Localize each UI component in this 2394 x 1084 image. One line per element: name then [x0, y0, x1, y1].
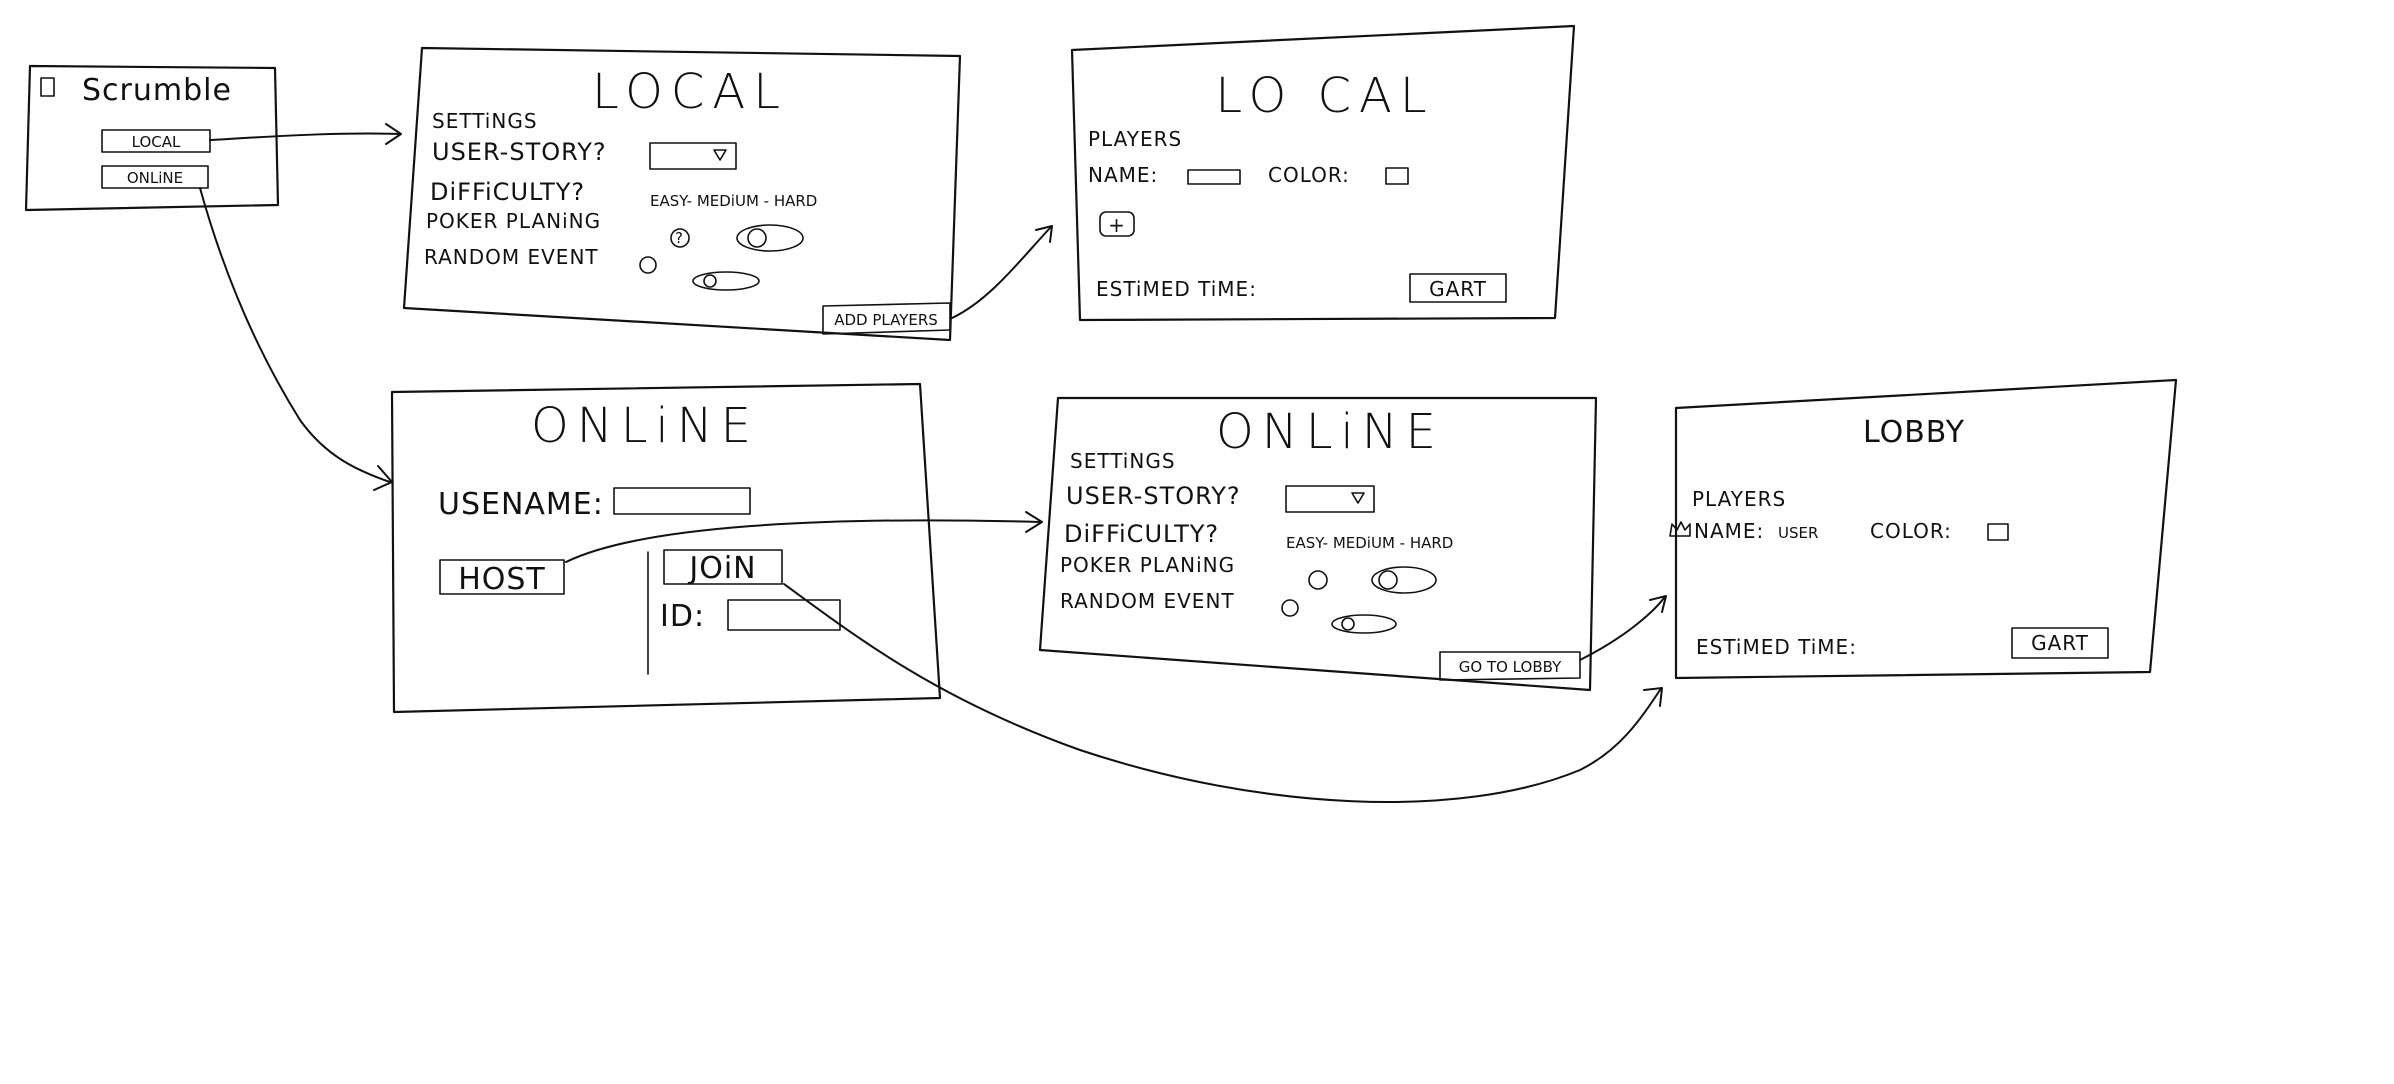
arrow-local-to-settings: [209, 132, 401, 141]
name-label: NAME:: [1694, 519, 1764, 543]
toggle-icon: [1341, 617, 1355, 631]
local-button-label: LOCAL: [132, 133, 181, 151]
local-players-title: LO CAL: [1215, 68, 1434, 124]
difficulty-options[interactable]: EASY- MEDiUM - HARD: [1286, 534, 1453, 552]
app-title: Scrumble: [82, 73, 232, 108]
go-to-lobby-button[interactable]: GO TO LOBBY: [1439, 651, 1581, 681]
poker-planning-label: POKER PLANiNG: [426, 209, 601, 233]
players-heading: PLAYERS: [1088, 127, 1182, 151]
start-button[interactable]: GART: [1409, 273, 1507, 303]
room-id-input[interactable]: [727, 599, 841, 631]
color-picker[interactable]: [1987, 523, 2009, 541]
color-picker[interactable]: [1385, 167, 1409, 185]
online-screen: ONLiNE USENAME: HOST JOiN ID:: [390, 382, 942, 714]
user-story-label: USER-STORY?: [1066, 482, 1241, 510]
poker-planning-label: POKER PLANiNG: [1060, 553, 1235, 577]
settings-heading: SETTiNGS: [1070, 449, 1176, 473]
host-button-label: HOST: [458, 562, 546, 597]
name-input[interactable]: [1187, 169, 1241, 185]
local-players-screen: LO CAL PLAYERS NAME: COLOR: + ESTiMED Ti…: [1070, 24, 1576, 322]
difficulty-label: DiFFiCULTY?: [430, 178, 585, 206]
join-button-label: JOiN: [687, 551, 756, 586]
triangle-down-icon: [713, 149, 727, 161]
toggle-icon: [1378, 570, 1398, 590]
online-frame: [390, 382, 942, 714]
estimated-time-label: ESTiMED TiME:: [1696, 635, 1857, 659]
local-settings-frame: [402, 46, 962, 342]
go-to-lobby-label: GO TO LOBBY: [1459, 658, 1562, 676]
start-screen: Scrumble LOCAL ONLiNE: [24, 64, 280, 212]
lobby-screen: LOBBY PLAYERS NAME: USER COLOR: ESTiMED …: [1669, 378, 2178, 680]
question-circle-icon: [1281, 599, 1299, 617]
random-event-label: RANDOM EVENT: [424, 245, 599, 269]
arrowhead: [1649, 595, 1667, 613]
random-event-label: RANDOM EVENT: [1060, 589, 1235, 613]
flow-arrows: [199, 123, 1667, 804]
square-icon: [40, 77, 55, 97]
username-input[interactable]: [613, 487, 751, 515]
plus-icon: +: [1108, 213, 1126, 237]
poker-planning-toggle[interactable]: [1371, 566, 1437, 594]
name-label: NAME:: [1088, 163, 1158, 187]
question-mark: ?: [675, 229, 683, 247]
online-settings-frame: [1038, 396, 1598, 692]
local-settings-title: LOCAL: [592, 64, 788, 120]
add-players-label: ADD PLAYERS: [834, 311, 938, 329]
arrowhead: [1035, 225, 1053, 243]
question-circle-icon: [639, 256, 657, 274]
lobby-frame: [1674, 378, 2178, 680]
online-title: ONLiNE: [531, 398, 759, 454]
toggle-icon: [703, 274, 717, 288]
start-button-label: GART: [2031, 631, 2089, 655]
crown-icon: [1669, 521, 1691, 537]
arrow-settings-to-lobby: [1579, 597, 1665, 661]
difficulty-options[interactable]: EASY- MEDiUM - HARD: [650, 192, 817, 210]
id-label: ID:: [660, 599, 705, 634]
local-button[interactable]: LOCAL: [101, 129, 211, 153]
settings-heading: SETTiNGS: [432, 109, 538, 133]
local-players-frame: [1070, 24, 1576, 322]
arrowhead: [385, 123, 402, 145]
estimated-time-label: ESTiMED TiME:: [1096, 277, 1257, 301]
poker-planning-toggle[interactable]: [736, 224, 804, 252]
add-player-button[interactable]: +: [1099, 211, 1135, 237]
online-button-label: ONLiNE: [127, 169, 183, 187]
arrow-settings-to-players: [951, 227, 1051, 319]
arrow-host-to-online-settings: [565, 519, 1041, 563]
user-story-dropdown[interactable]: [1285, 485, 1375, 513]
lobby-title: LOBBY: [1863, 415, 1965, 450]
arrowhead: [1025, 511, 1043, 533]
arrowhead: [1643, 687, 1663, 707]
online-button[interactable]: ONLiNE: [101, 165, 209, 189]
user-story-dropdown[interactable]: [649, 142, 737, 170]
start-screen-frame: [24, 64, 280, 212]
join-button[interactable]: JOiN: [663, 549, 783, 586]
start-button[interactable]: GART: [2011, 627, 2109, 659]
add-players-button[interactable]: ADD PLAYERS: [822, 302, 951, 335]
color-label: COLOR:: [1268, 163, 1350, 187]
question-circle-icon: [1308, 570, 1328, 590]
triangle-down-icon: [1351, 492, 1365, 504]
difficulty-label: DiFFiCULTY?: [1064, 520, 1219, 548]
online-settings-title: ONLiNE: [1216, 404, 1444, 460]
arrow-join-to-lobby: [783, 583, 1661, 804]
host-button[interactable]: HOST: [439, 559, 565, 597]
question-circle-icon: [670, 228, 690, 248]
arrow-online-to-online-screen: [199, 187, 391, 483]
arrowhead: [373, 465, 393, 491]
random-event-toggle[interactable]: [692, 271, 760, 291]
toggle-icon: [747, 228, 767, 248]
username-label: USENAME:: [438, 487, 604, 522]
start-button-label: GART: [1429, 277, 1487, 301]
color-label: COLOR:: [1870, 519, 1952, 543]
name-value: USER: [1778, 524, 1818, 542]
random-event-toggle[interactable]: [1331, 614, 1397, 634]
online-settings-screen: ONLiNE SETTiNGS USER-STORY? DiFFiCULTY? …: [1038, 396, 1598, 692]
user-story-label: USER-STORY?: [432, 138, 607, 166]
players-heading: PLAYERS: [1692, 487, 1786, 511]
local-settings-screen: LOCAL SETTiNGS USER-STORY? DiFFiCULTY? E…: [402, 46, 962, 342]
